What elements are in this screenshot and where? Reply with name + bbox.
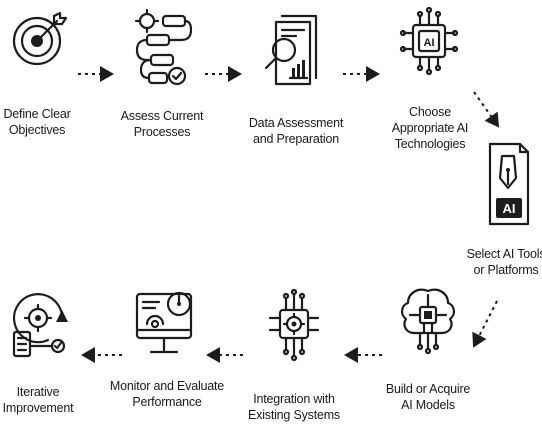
target-icon xyxy=(10,10,68,68)
arrow-choose-to-select xyxy=(473,91,500,128)
process-flow-icon xyxy=(133,8,193,88)
document-magnifier-icon xyxy=(262,12,326,92)
ai-chip-icon: AI xyxy=(399,6,459,82)
brain-circuit-icon xyxy=(398,285,458,355)
circuit-gear-icon xyxy=(266,288,322,362)
svg-text:AI: AI xyxy=(424,37,435,49)
iteration-cycle-icon xyxy=(8,288,72,360)
ai-document-pen-icon: AI xyxy=(484,140,534,228)
monitor-gauge-icon xyxy=(133,288,199,362)
svg-text:AI: AI xyxy=(503,201,516,216)
arrow-select-to-build xyxy=(472,300,498,348)
